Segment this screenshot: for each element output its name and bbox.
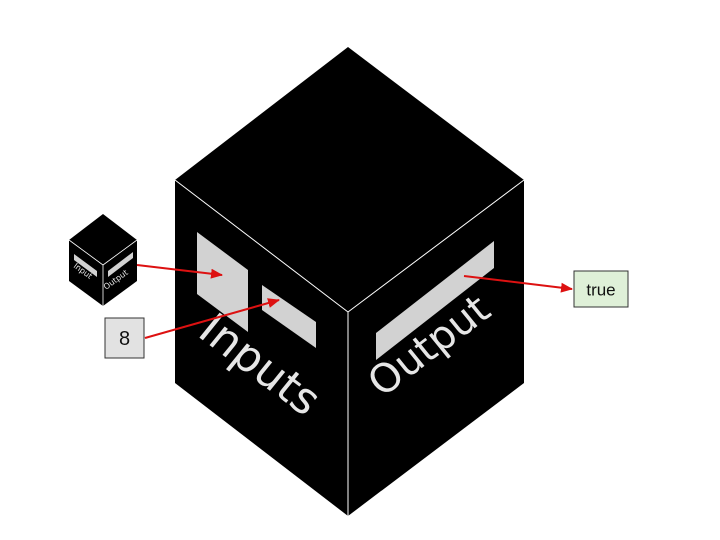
output-value-rect (573, 270, 629, 308)
output-value-text: true (586, 281, 615, 300)
mini-input-slot (74, 254, 97, 277)
input-slot-1 (197, 232, 248, 332)
mini-output-slot (108, 252, 133, 277)
main-cube: Inputs Output (174, 47, 525, 516)
input-value-box: 8 (104, 317, 145, 359)
input-value-rect (104, 317, 145, 359)
input-value-text: 8 (119, 328, 130, 350)
arrow-output-to-result (463, 275, 573, 293)
cube-top-left-edge (174, 179, 349, 313)
arrow-mini-to-input-slot (136, 264, 223, 279)
cube-top-right-edge (347, 179, 525, 313)
arrow-value-to-input-slot (144, 298, 280, 339)
cube-silhouette (175, 47, 524, 516)
mini-cube-silhouette (69, 214, 137, 306)
mini-cube-icon: Input Output (68, 214, 138, 306)
output-slot (376, 241, 494, 360)
output-value-box: true (573, 270, 629, 308)
